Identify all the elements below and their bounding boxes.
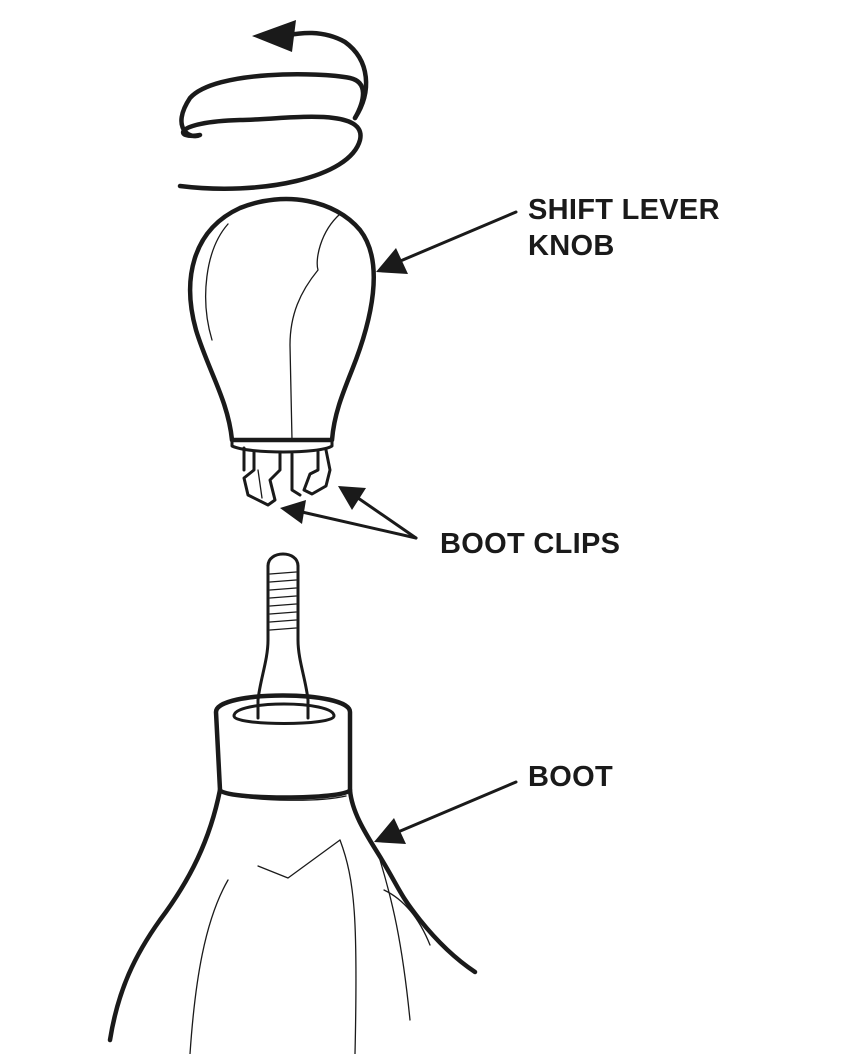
boot-clips: [244, 448, 330, 505]
knob-leader-arrow: [376, 212, 516, 274]
shift-lever-knob-label: SHIFT LEVER KNOB: [528, 192, 720, 264]
boot: [110, 696, 475, 1054]
shift-lever-knob: [190, 199, 374, 452]
shift-lever-knob-label-line1: SHIFT LEVER: [528, 192, 720, 228]
shift-lever-knob-label-line2: KNOB: [528, 228, 720, 264]
boot-leader-arrow: [374, 782, 516, 844]
boot-label: BOOT: [528, 759, 613, 795]
boot-clips-label: BOOT CLIPS: [440, 526, 620, 562]
rotation-arrow-icon: [180, 20, 366, 189]
